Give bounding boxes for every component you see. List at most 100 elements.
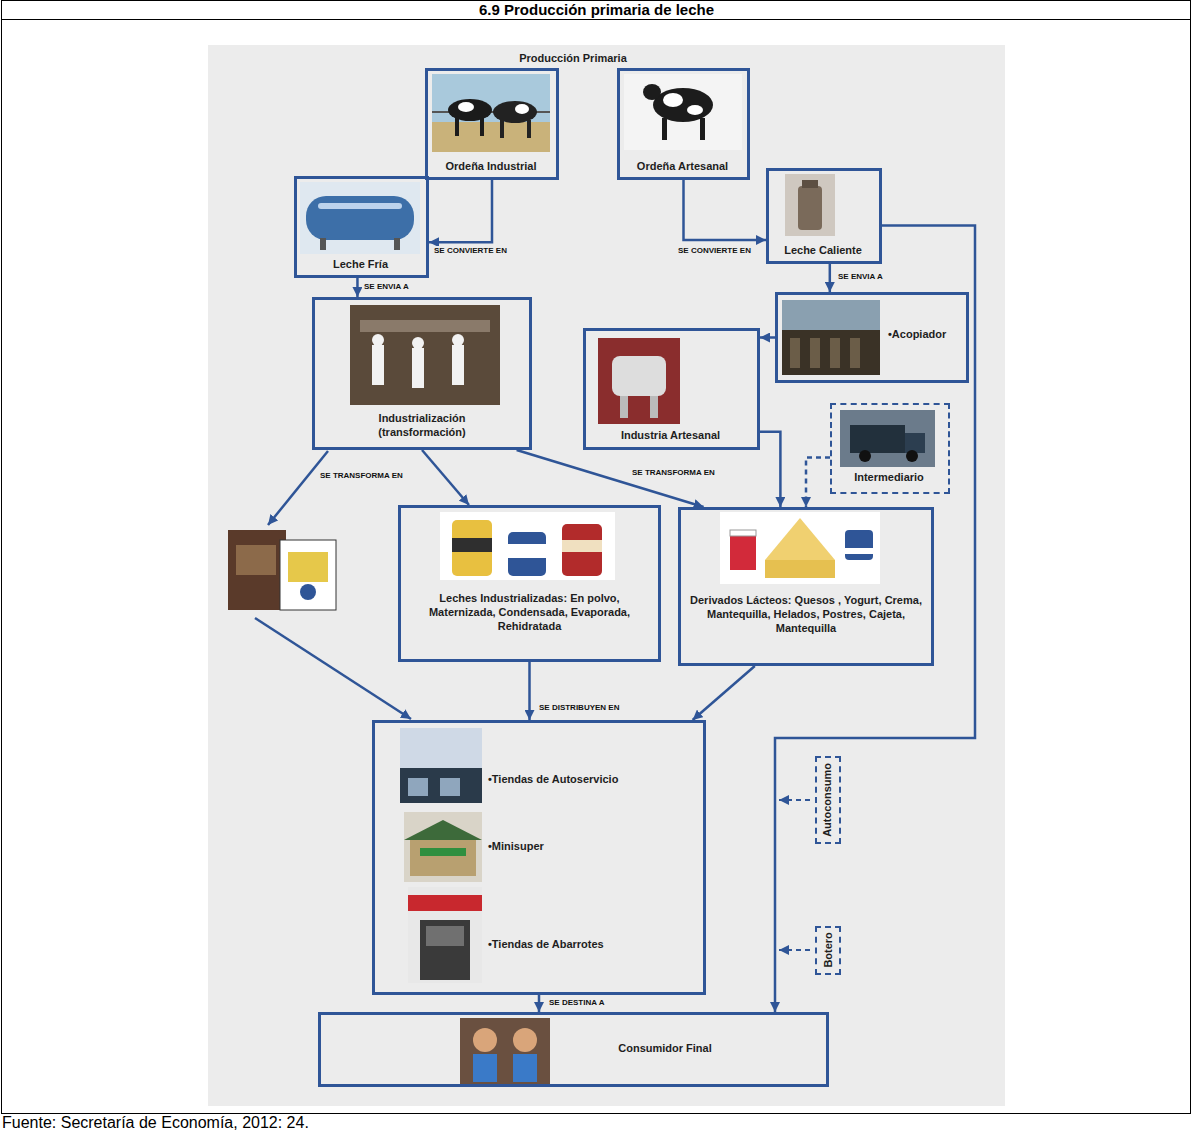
artisanal-machine-photo — [620, 396, 628, 418]
intermediary-photo — [905, 433, 925, 453]
box-label: Consumidor Final — [565, 1042, 765, 1056]
industrial-milking-photo — [455, 118, 459, 136]
dairy-products-photo — [845, 548, 873, 554]
vertical-label: Botero — [821, 932, 835, 967]
photo-box: Leche Fría — [294, 176, 429, 278]
supermarket-photo — [400, 768, 482, 803]
grocery-store-photo — [420, 920, 470, 980]
factory-photo — [412, 348, 424, 388]
flow-arrow — [517, 450, 704, 507]
table-frame — [2, 1, 1191, 1114]
diagram-ground — [208, 45, 1005, 1106]
box-label: Ordeña Industrial — [428, 160, 554, 174]
children-photo — [473, 1028, 497, 1052]
artisanal-milking-photo — [624, 74, 742, 150]
dashed-box: Botero — [815, 926, 841, 975]
intermediary-photo — [859, 450, 871, 462]
industrial-milking-photo — [448, 99, 492, 121]
artisanal-milking-photo — [700, 118, 705, 140]
flow-arrow — [422, 450, 469, 505]
flow-arrow — [255, 451, 411, 719]
box-label: Ordeña Artesanal — [620, 160, 745, 174]
source-caption: Fuente: Secretaría de Economía, 2012: 24… — [2, 1114, 309, 1132]
grocery-store-photo — [408, 887, 482, 983]
collection-centre-photo — [850, 338, 860, 368]
artisanal-milking-photo — [624, 74, 742, 150]
industrial-milking-photo — [500, 120, 504, 138]
dashed-box: Autoconsumo — [815, 756, 841, 844]
minisuper-photo — [410, 840, 476, 876]
factory-photo — [372, 334, 384, 346]
children-photo — [473, 1054, 497, 1082]
children-photo — [460, 1018, 550, 1084]
box-label: Leches Industrializadas: En polvo, Mater… — [409, 592, 650, 633]
product-box: Leches Industrializadas: En polvo, Mater… — [398, 505, 661, 662]
box-label: Industrialización (transformación) — [345, 412, 499, 440]
grocery-store-photo — [408, 887, 482, 983]
industrial-milk-photo — [508, 532, 546, 576]
supermarket-photo — [440, 778, 460, 796]
artisanal-milking-photo — [687, 105, 703, 115]
cold-milk-tank-photo — [306, 196, 414, 240]
dairy-products-photo — [730, 534, 756, 570]
minisuper-photo — [404, 812, 482, 882]
box-label: Leche Fría — [297, 258, 424, 272]
diagram-heading: Producción Primaria — [500, 51, 646, 65]
cold-milk-tank-photo — [394, 238, 400, 250]
box-label: •Minisuper — [488, 840, 698, 854]
milk-can-photo — [798, 186, 822, 230]
flow-arrow — [684, 180, 767, 240]
connector-label: SE TRANSFORMA EN — [630, 468, 717, 478]
flow-arrow — [693, 666, 755, 720]
flow-arrow — [429, 180, 492, 242]
industrial-milking-photo — [432, 74, 550, 152]
artisanal-machine-photo — [612, 356, 666, 396]
industrial-milking-photo — [458, 102, 474, 112]
industrial-milking-photo — [480, 118, 484, 136]
factory-photo — [350, 305, 500, 405]
flow-arrow — [255, 618, 411, 719]
flow-arrow — [538, 995, 541, 1012]
intermediary-photo — [840, 410, 935, 467]
factory-photo — [360, 320, 490, 332]
connector-label: SE DESTINA A — [547, 998, 606, 1008]
children-photo — [513, 1028, 537, 1052]
table-frame — [2, 1, 1191, 1114]
dairy-products-photo — [730, 530, 756, 536]
box-label: Leche Caliente — [769, 244, 877, 258]
cold-milk-tank-photo — [318, 203, 402, 209]
industrial-milk-photo — [440, 512, 615, 580]
connector-label: SE DISTRIBUYEN EN — [537, 703, 621, 713]
factory-photo — [452, 345, 464, 385]
photo-box: Leche Caliente — [766, 168, 882, 264]
collection-centre-photo — [830, 338, 840, 368]
industrial-milking-photo — [527, 120, 531, 138]
industrial-milk-photo — [452, 520, 492, 576]
factory-photo — [372, 345, 384, 385]
industrial-milking-photo — [432, 74, 550, 152]
box-label: Industria Artesanal — [586, 429, 755, 443]
box-label: Intermediario — [832, 471, 946, 485]
box-label: •Tiendas de Autoservicio — [488, 773, 698, 787]
industrial-milking-photo — [493, 101, 537, 123]
grocery-store-photo — [408, 895, 482, 911]
collection-centre-photo — [810, 338, 820, 368]
process-box: Industria Artesanal — [583, 328, 760, 450]
flow-arrow — [775, 226, 975, 1012]
flow-arrow — [268, 451, 328, 525]
dairy-products-photo — [765, 560, 835, 578]
flow-arrow — [528, 662, 531, 720]
milk-can-photo — [785, 174, 835, 236]
connector-label: SE CONVIERTE EN — [676, 246, 753, 256]
cold-milk-tank-photo — [320, 238, 326, 250]
artisanal-machine-photo — [598, 338, 680, 424]
product-box: Derivados Lácteos: Quesos , Yogurt, Crem… — [678, 507, 934, 666]
artisanal-milking-photo — [662, 118, 667, 140]
flow-arrow — [760, 432, 780, 507]
artisanal-machine-photo — [598, 338, 680, 424]
packaged-milk-photo — [300, 584, 316, 600]
factory-photo — [350, 305, 500, 405]
